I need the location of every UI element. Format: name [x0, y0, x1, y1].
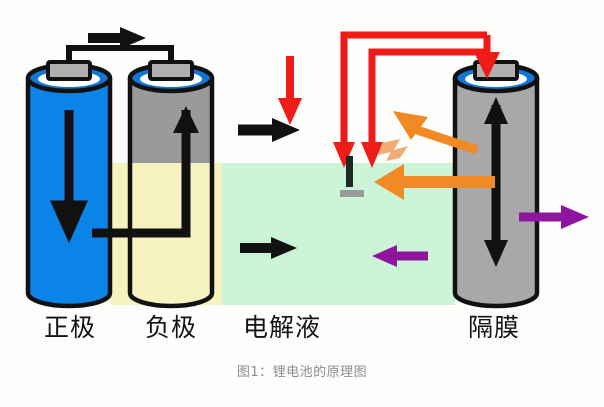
electrode-tab-vertical	[346, 156, 353, 187]
anode-path-line	[92, 110, 191, 238]
figure-caption: 图1：锂电池的原理图	[236, 365, 368, 380]
anode-current-path	[92, 106, 199, 238]
separator-double-arrow	[484, 97, 508, 267]
anode-up-arrowhead	[173, 106, 199, 133]
electrolyte-right-arrow-top	[238, 118, 300, 142]
label-cathode: 正极	[44, 313, 97, 342]
lithium-bracket-arrow-outer	[333, 31, 487, 168]
anode-cell-upper-gray	[130, 78, 212, 163]
separator-cell	[452, 60, 540, 309]
orange-arrow-lower	[374, 164, 495, 200]
lithium-cap-arrow	[474, 35, 500, 79]
electrolyte-right-arrow-bottom	[240, 237, 297, 259]
electrode-tab-horizontal	[340, 190, 364, 197]
lithium-drop-arrow	[278, 56, 302, 125]
external-circuit-arrow	[88, 27, 146, 49]
anode-cell-outline	[127, 75, 215, 309]
purple-arrow-left	[372, 245, 428, 267]
anode-terminal-cap	[148, 60, 194, 81]
cathode-terminal-cap	[46, 60, 92, 81]
external-circuit	[66, 27, 174, 62]
orange-burst	[378, 139, 408, 161]
label-anode: 负极	[145, 313, 198, 342]
label-separator: 隔膜	[468, 313, 521, 342]
purple-arrow-right	[519, 205, 589, 229]
lithium-bracket-arrow-inner	[361, 48, 487, 168]
orange-arrow-upper	[393, 111, 479, 155]
cathode-down-arrow	[50, 110, 88, 244]
anode-cell	[127, 60, 215, 309]
cathode-cell	[25, 60, 113, 309]
label-electrolyte: 电解液	[243, 313, 322, 342]
